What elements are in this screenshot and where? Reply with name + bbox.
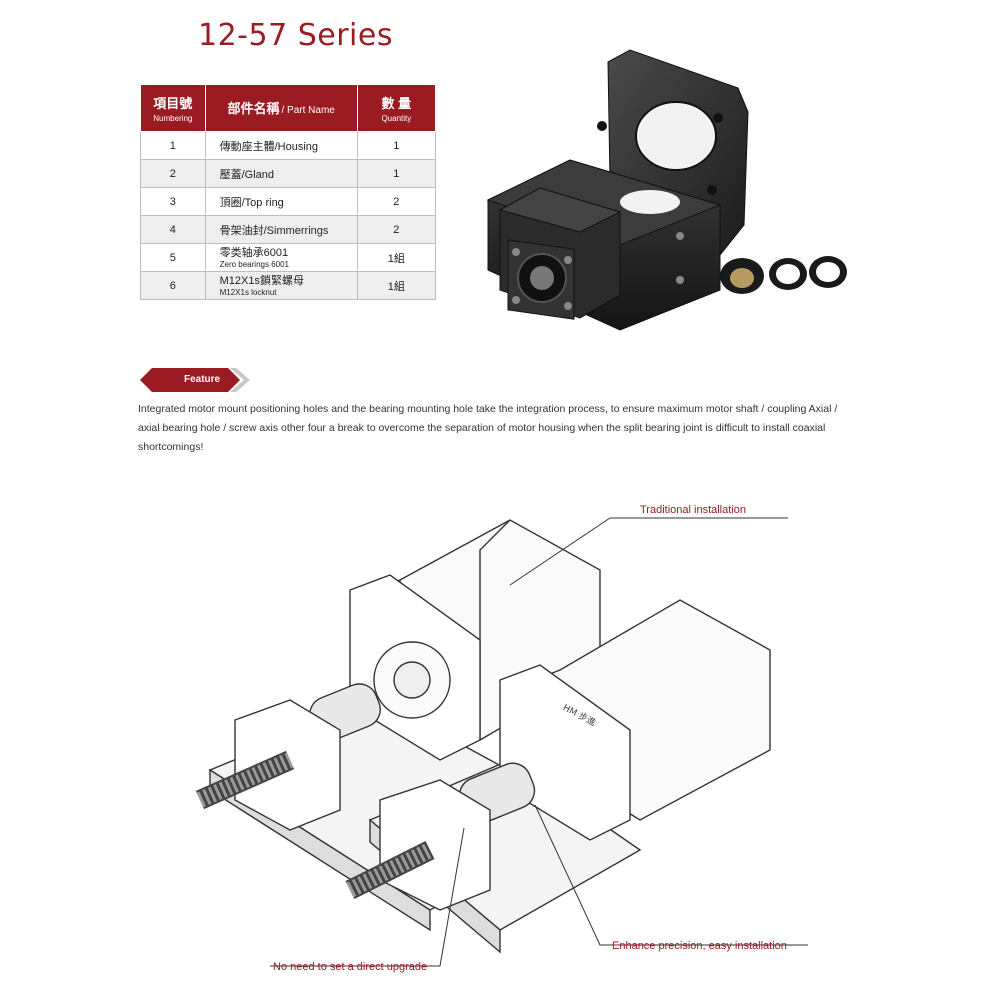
- enhance-precision-label: Enhance precision, easy installation: [612, 940, 787, 952]
- row-part-name: 骨架油封/Simmerrings: [204, 215, 358, 244]
- row-number: 6: [140, 271, 206, 300]
- row-part-name: 頂圈/Top ring: [204, 187, 358, 216]
- housing-product-image: [486, 49, 847, 331]
- row-number: 5: [140, 243, 206, 272]
- feature-description: Integrated motor mount positioning holes…: [138, 403, 838, 453]
- row-quantity: 2: [356, 215, 437, 244]
- traditional-installation-label: Traditional installation: [640, 504, 746, 516]
- row-part-name: 傳動座主體/Housing: [204, 131, 358, 160]
- row-quantity: 1組: [356, 243, 437, 272]
- feature-label: Feature: [184, 374, 221, 385]
- row-quantity: 1組: [356, 271, 437, 300]
- row-part-name: 壓蓋/Gland: [204, 159, 358, 188]
- row-quantity: 2: [356, 187, 437, 216]
- header-quantity: 數 量 Quantity: [356, 84, 437, 132]
- row-quantity: 1: [356, 131, 437, 160]
- table-row: 2 壓蓋/Gland 1: [140, 159, 437, 188]
- page-title: 12-57 Series: [198, 18, 393, 53]
- table-row: 1 傳動座主體/Housing 1: [140, 131, 437, 160]
- installation-illustration: [195, 517, 808, 967]
- table-row: 4 骨架油封/Simmerrings 2: [140, 215, 437, 244]
- row-number: 2: [140, 159, 206, 188]
- feature-ribbon: [140, 368, 250, 392]
- table-header-row: 項目號 Numbering 部件名稱/ Part Name 數 量 Quanti…: [140, 84, 437, 132]
- table-row: 3 頂圈/Top ring 2: [140, 187, 437, 216]
- row-number: 1: [140, 131, 206, 160]
- row-quantity: 1: [356, 159, 437, 188]
- header-part-name: 部件名稱/ Part Name: [204, 84, 358, 132]
- no-need-upgrade-label: No need to set a direct upgrade: [273, 961, 428, 973]
- row-number: 4: [140, 215, 206, 244]
- header-numbering: 項目號 Numbering: [140, 84, 206, 132]
- parts-table: 項目號 Numbering 部件名稱/ Part Name 數 量 Quanti…: [140, 84, 437, 300]
- row-number: 3: [140, 187, 206, 216]
